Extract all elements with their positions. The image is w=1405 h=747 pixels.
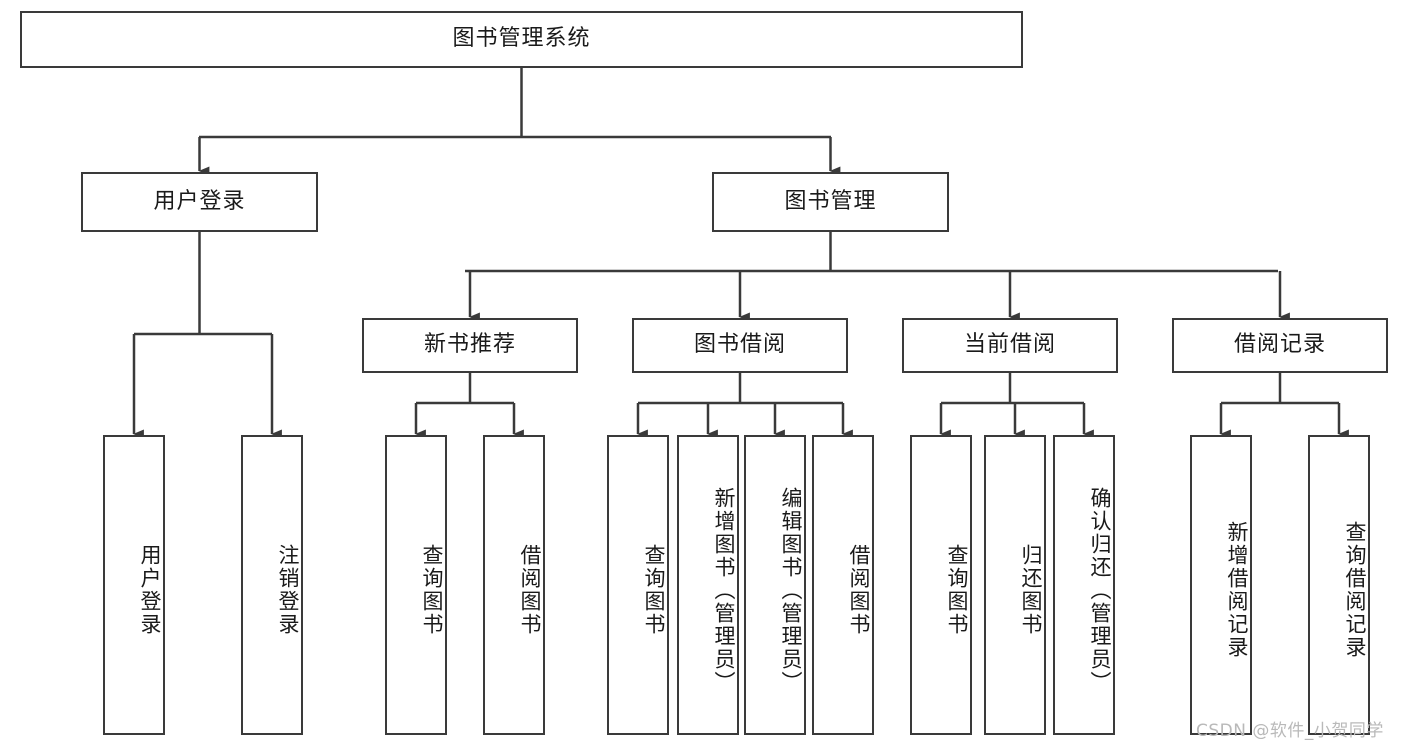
node-book-manage[interactable]: 图书管理 [712, 172, 949, 232]
node-leaf-query-3[interactable]: 查询图书 [910, 435, 972, 735]
node-leaf-borrow-1[interactable]: 借阅图书 [483, 435, 545, 735]
node-current-borrow[interactable]: 当前借阅 [902, 318, 1118, 373]
node-leaf-user-login[interactable]: 用户登录 [103, 435, 165, 735]
node-root[interactable]: 图书管理系统 [20, 11, 1023, 68]
node-leaf-query-2[interactable]: 查询图书 [607, 435, 669, 735]
node-leaf-query-rec[interactable]: 查询借阅记录 [1308, 435, 1370, 735]
node-leaf-return[interactable]: 归还图书 [984, 435, 1046, 735]
node-book-borrow[interactable]: 图书借阅 [632, 318, 848, 373]
node-leaf-borrow-2[interactable]: 借阅图书 [812, 435, 874, 735]
node-leaf-query-1[interactable]: 查询图书 [385, 435, 447, 735]
node-borrow-record[interactable]: 借阅记录 [1172, 318, 1388, 373]
node-user-login[interactable]: 用户登录 [81, 172, 318, 232]
node-leaf-add-rec[interactable]: 新增借阅记录 [1190, 435, 1252, 735]
watermark: CSDN @软件_小贺同学 [1196, 721, 1384, 741]
node-leaf-confirm[interactable]: 确认归还（管理员） [1053, 435, 1115, 735]
node-leaf-logout[interactable]: 注销登录 [241, 435, 303, 735]
node-leaf-edit-book[interactable]: 编辑图书（管理员） [744, 435, 806, 735]
node-new-book-rec[interactable]: 新书推荐 [362, 318, 578, 373]
node-leaf-add-book[interactable]: 新增图书（管理员） [677, 435, 739, 735]
